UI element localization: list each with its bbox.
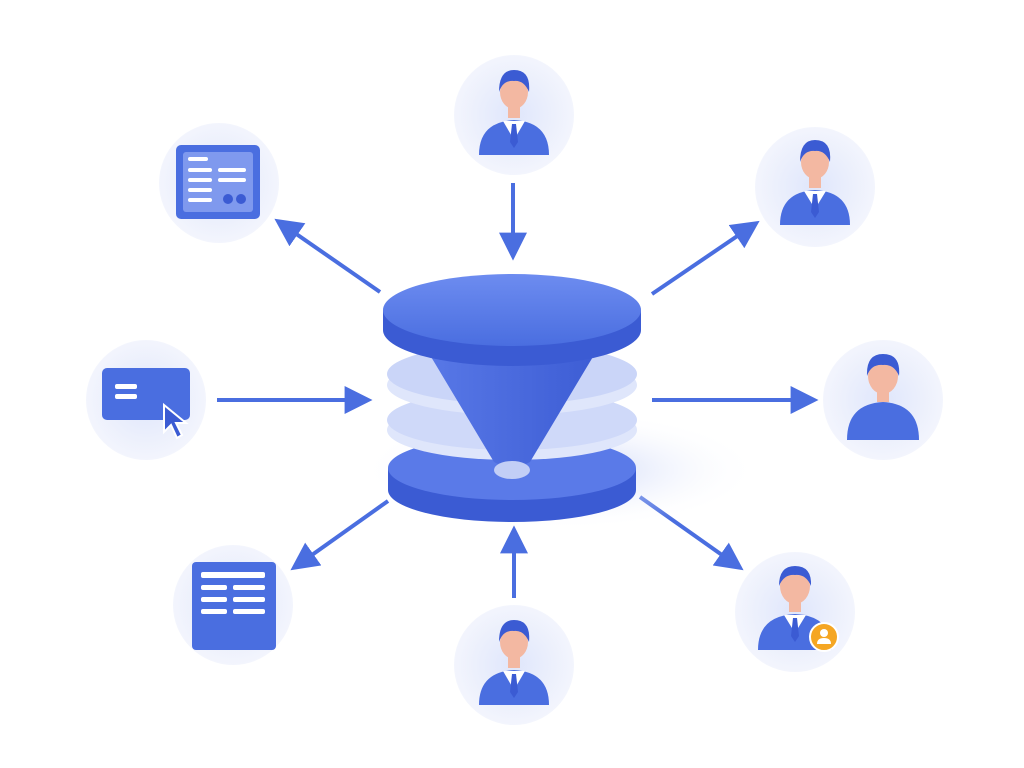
node-left-form (86, 340, 206, 460)
user-badge-icon (809, 622, 839, 652)
node-lower-left-document (173, 545, 293, 665)
arrow-hub-to-upper-right (650, 220, 760, 296)
businessman-icon (780, 140, 850, 225)
arrow-hub-to-upper-left (274, 218, 382, 294)
node-lower-right-user (735, 552, 855, 672)
node-right-user (823, 340, 943, 460)
funnel-database-icon (360, 274, 760, 530)
businessman-icon (479, 70, 549, 155)
input-card-cursor-icon (102, 368, 190, 440)
node-top-user (454, 55, 574, 175)
node-upper-right-user (755, 127, 875, 247)
dashboard-window-icon (176, 145, 260, 219)
node-upper-left-dashboard (159, 123, 279, 243)
document-list-icon (192, 562, 276, 650)
arrow-hub-to-lower-left (290, 499, 390, 571)
businessman-with-user-badge-icon (758, 566, 839, 652)
person-icon (847, 354, 919, 440)
node-bottom-user (454, 605, 574, 725)
businessman-icon (479, 620, 549, 705)
